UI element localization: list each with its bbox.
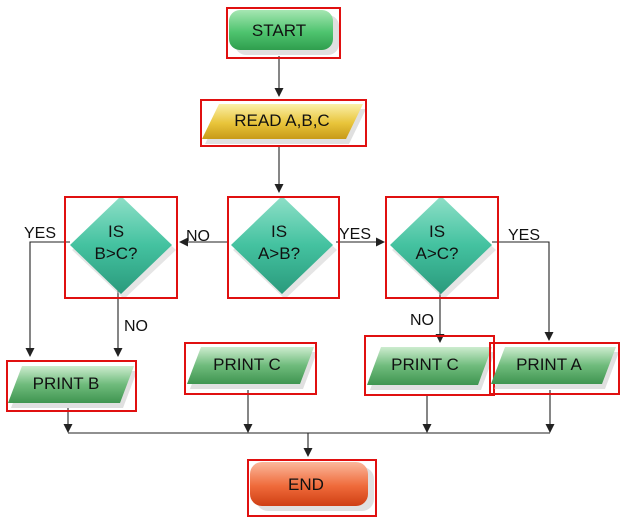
read-label: READ A,B,C [234,111,329,130]
decision-ac-node: IS A>C? [385,196,499,299]
decision-bc-node: IS B>C? [64,196,178,299]
label-ac-yes: YES [508,227,540,244]
end-label: END [288,475,324,494]
print-c-left-label: PRINT C [213,355,281,374]
decision-ab-node: IS A>B? [227,196,340,299]
print-c-right-node: PRINT C [364,335,495,396]
label-ab-yes: YES [339,226,371,243]
decision-bc-line2: B>C? [95,244,138,263]
print-c-right-label: PRINT C [391,355,459,374]
read-node: READ A,B,C [200,99,367,147]
end-node: END [247,459,377,517]
start-label: START [252,21,306,40]
start-node: START [226,7,341,59]
print-b-node: PRINT B [6,360,137,412]
edge-ac-yes [492,241,554,341]
label-bc-yes: YES [24,225,56,242]
print-c-left-node: PRINT C [184,342,317,395]
label-ab-no: NO [186,228,210,245]
decision-ac-line2: A>C? [416,244,459,263]
decision-ab-line1: IS [271,222,287,241]
decision-ac-line1: IS [429,222,445,241]
decision-bc-line1: IS [108,222,124,241]
label-ac-no: NO [410,312,434,329]
print-a-label: PRINT A [516,355,582,374]
label-bc-no: NO [124,318,148,335]
decision-ab-line2: A>B? [258,244,300,263]
print-b-label: PRINT B [33,374,100,393]
print-a-node: PRINT A [489,342,620,395]
edge-bc-yes [25,241,70,357]
